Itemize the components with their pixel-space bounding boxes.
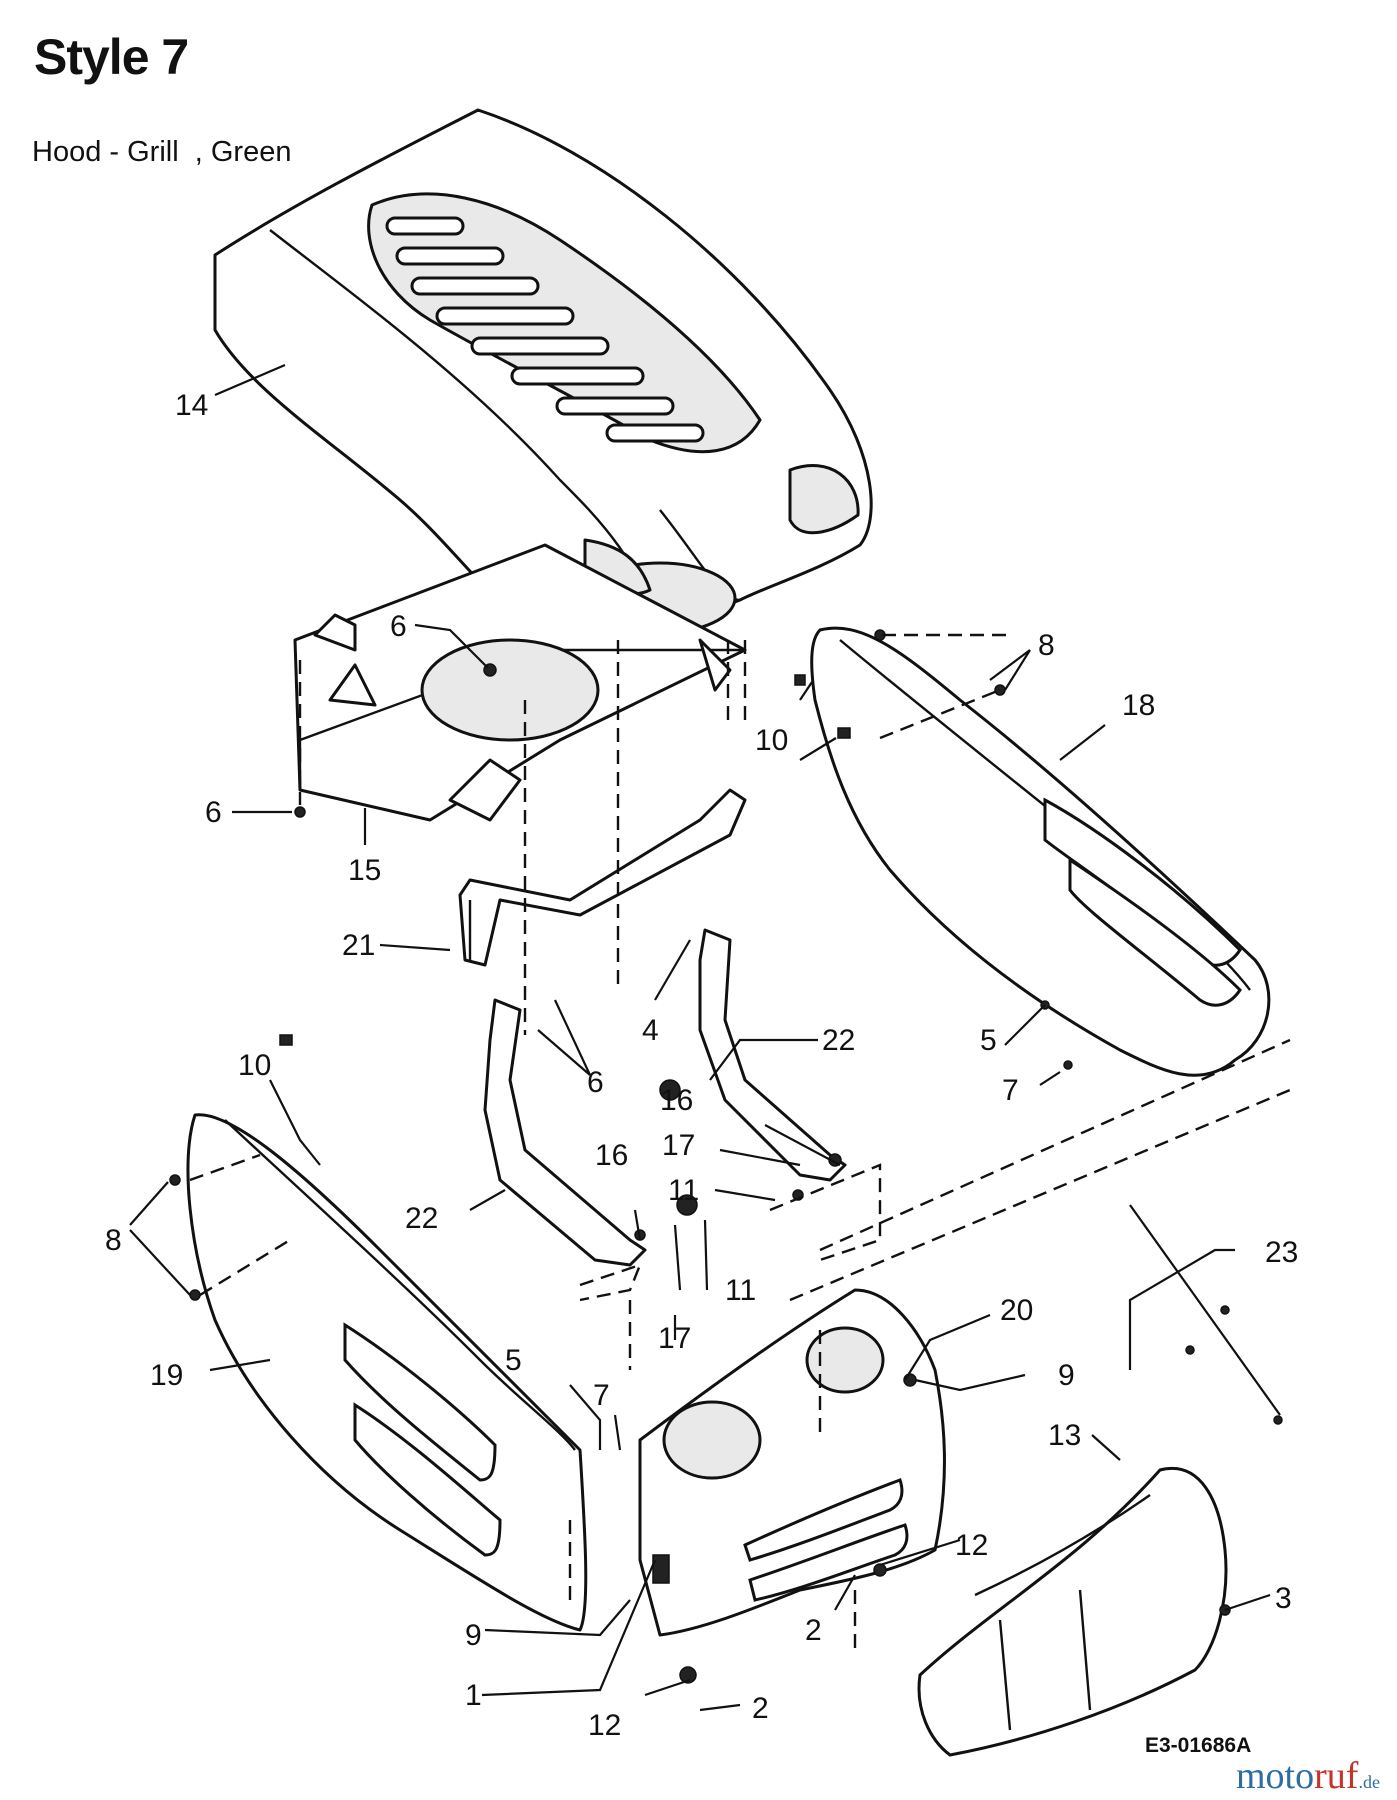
callout-labels: 14 6 6 15 8 10 18 21 6 4 22 5 7 16 17 11… [105, 389, 1298, 1742]
watermark-part1: moto [1236, 1755, 1315, 1797]
callout-6: 6 [390, 610, 407, 643]
callout-7: 7 [1002, 1074, 1019, 1107]
watermark-part2: ruf [1314, 1755, 1359, 1797]
callout-12: 12 [955, 1529, 988, 1562]
callout-17: 17 [662, 1129, 695, 1162]
callout-6: 6 [587, 1066, 604, 1099]
callout-15: 15 [348, 854, 381, 887]
callout-19: 19 [150, 1359, 183, 1392]
watermark-logo[interactable]: motoruf.de [1236, 1754, 1380, 1798]
callout-9: 9 [1058, 1359, 1075, 1392]
callout-7: 7 [593, 1379, 610, 1412]
callout-2: 2 [752, 1692, 769, 1725]
callout-8: 8 [105, 1224, 122, 1257]
callout-2: 2 [805, 1614, 822, 1647]
callout-4: 4 [642, 1014, 659, 1047]
callout-16: 16 [660, 1084, 693, 1117]
callout-18: 18 [1122, 689, 1155, 722]
callout-11: 11 [725, 1274, 756, 1307]
watermark-suffix: .de [1358, 1772, 1380, 1792]
callout-5: 5 [980, 1024, 997, 1057]
callout-21: 21 [342, 929, 375, 962]
callout-13: 13 [1048, 1419, 1081, 1452]
support-bracket-left-part[interactable] [483, 998, 647, 1267]
callout-12: 12 [588, 1709, 621, 1742]
drawing-code: E3-01686A [1145, 1734, 1252, 1757]
callout-22: 22 [405, 1202, 438, 1235]
callout-14: 14 [175, 389, 208, 422]
grille-frame-part[interactable] [638, 1288, 946, 1637]
callout-22: 22 [822, 1024, 855, 1057]
callout-3: 3 [1275, 1582, 1292, 1615]
page-subtitle: Hood - Grill , Green [32, 136, 292, 168]
callout-8: 8 [1038, 629, 1055, 662]
hood-bracket-part[interactable] [458, 788, 747, 967]
leader-lines [129, 363, 1271, 1712]
callout-10: 10 [755, 724, 788, 757]
callout-5: 5 [505, 1344, 522, 1377]
left-side-panel-part[interactable] [186, 1113, 588, 1632]
right-side-panel-part[interactable] [794, 626, 1271, 1077]
underhood-panel-part[interactable] [293, 543, 747, 822]
callout-20: 20 [1000, 1294, 1033, 1327]
callout-23: 23 [1265, 1236, 1298, 1269]
callout-17: 17 [658, 1322, 691, 1355]
bumper-part[interactable] [917, 1467, 1228, 1757]
callout-1: 1 [465, 1679, 482, 1712]
hood-part[interactable] [213, 108, 873, 652]
callout-10: 10 [238, 1049, 271, 1082]
page-title: Style 7 [34, 29, 189, 85]
callout-16: 16 [595, 1139, 628, 1172]
callout-6: 6 [205, 796, 222, 829]
callout-9: 9 [465, 1619, 482, 1652]
callout-11: 11 [668, 1174, 699, 1207]
assembly-lines [189, 633, 1291, 1650]
